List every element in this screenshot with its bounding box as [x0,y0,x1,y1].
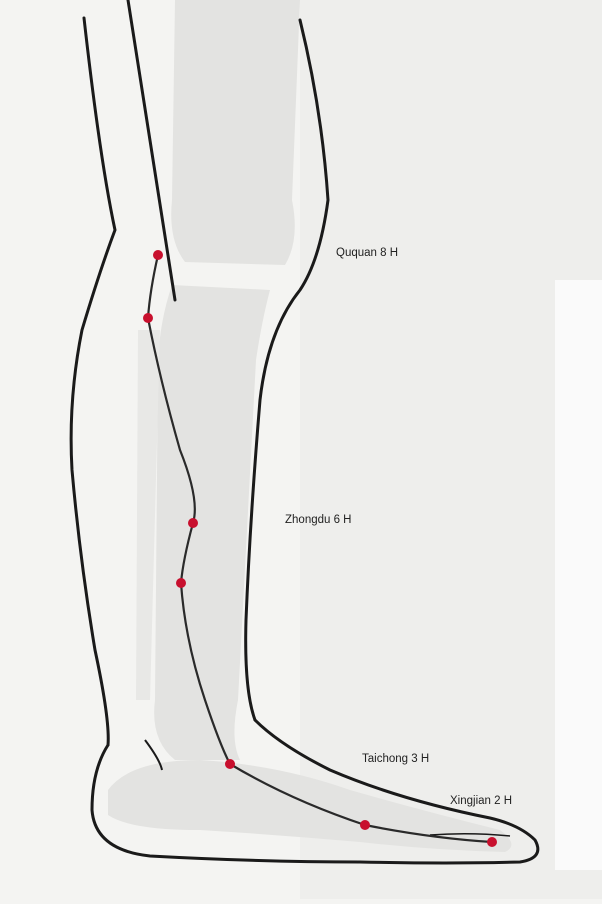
shin-outline [71,18,115,745]
label-taichong: Taichong 3 H [362,753,429,765]
acupoint-marker [188,518,198,528]
leg-front-outline [128,0,175,300]
acupoint-marker [487,837,497,847]
acupoint-marker [176,578,186,588]
label-zhongdu: Zhongdu 6 H [285,514,352,526]
acupoint-marker [360,820,370,830]
paper-margin [555,280,602,870]
tibia-bone [154,285,270,760]
femur-bone [171,0,300,265]
label-ququan: Ququan 8 H [336,247,398,259]
label-xingjian: Xingjian 2 H [450,795,512,807]
acupoint-marker [225,759,235,769]
acupoint-marker [153,250,163,260]
acupoint-marker [143,313,153,323]
